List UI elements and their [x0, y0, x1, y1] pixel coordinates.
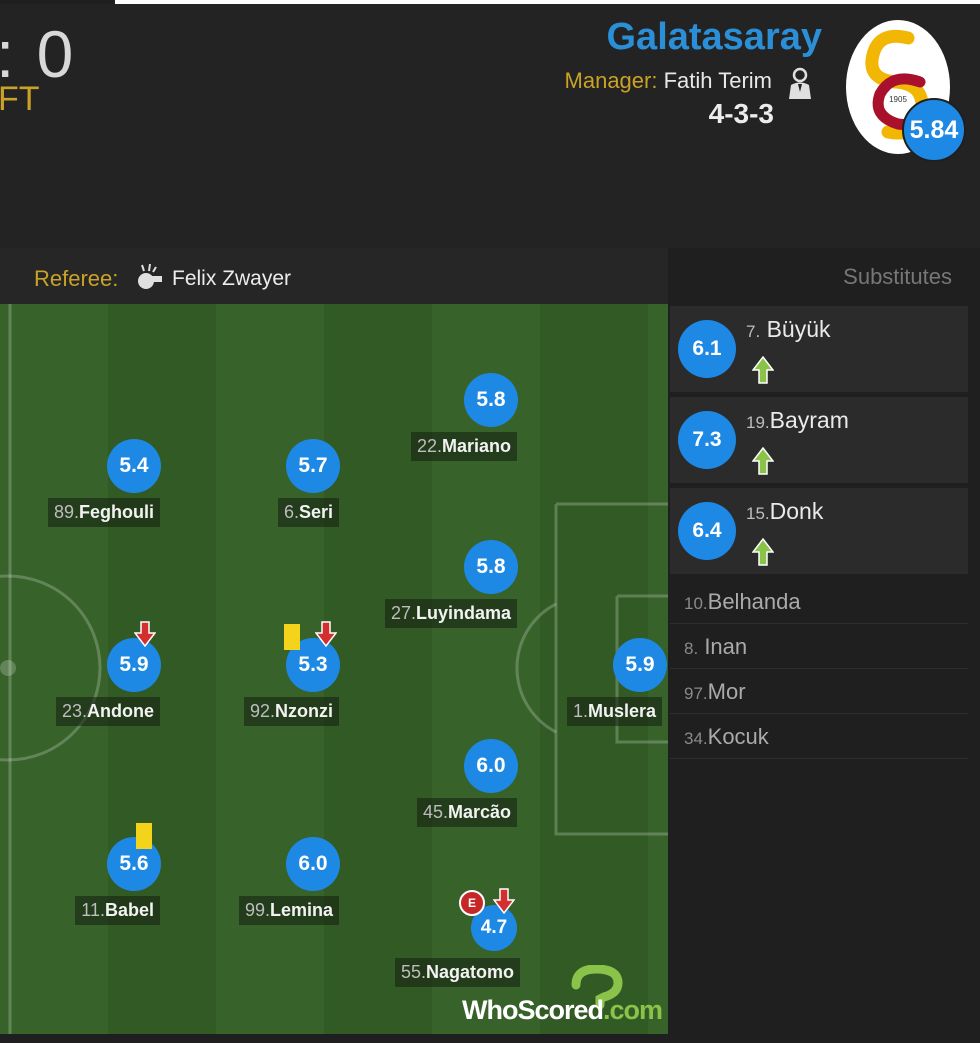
substitution-on-icon	[752, 538, 774, 566]
referee-label: Referee:	[34, 266, 119, 291]
player-label: 23.Andone	[55, 697, 160, 726]
player-label: 1.Muslera	[566, 697, 662, 726]
substitute-rating: 7.3	[678, 411, 736, 469]
whoscored-watermark: WhoScored.com	[462, 965, 663, 1027]
player-label: 6.Seri	[277, 498, 339, 527]
error-badge-icon: E	[459, 890, 485, 916]
player-rating: 5.8	[464, 373, 518, 427]
player-rating: 5.4	[107, 439, 161, 493]
team-name-link[interactable]: Galatasaray	[606, 16, 823, 58]
substitute-rating: 6.4	[678, 502, 736, 560]
manager-icon	[789, 67, 811, 99]
referee-name: Felix Zwayer	[172, 267, 292, 290]
substitution-off-icon	[315, 621, 337, 647]
player-rating: 6.0	[286, 837, 340, 891]
substitute-name: 19.Bayram	[746, 407, 849, 433]
match-status: FT	[0, 80, 40, 118]
whoscored-logo-icon	[571, 965, 623, 1010]
match-score: : 0	[0, 17, 76, 91]
player-rating: 5.9	[613, 638, 667, 692]
substitute-name: 7. Büyük	[746, 316, 831, 342]
match-header	[0, 4, 980, 248]
player-rating: 5.9	[107, 638, 161, 692]
player-label: 45.Marcão	[416, 798, 517, 827]
referee-bar	[0, 248, 668, 304]
player-rating: 5.8	[464, 540, 518, 594]
substitute-row[interactable]: 7.3 19.Bayram	[670, 397, 968, 485]
whoscored-wordmark: WhoScored.com	[462, 995, 663, 1025]
substitution-on-icon	[752, 447, 774, 475]
player-rating: 6.0	[464, 739, 518, 793]
player-label: 11.Babel	[75, 896, 160, 925]
bench-player-row[interactable]: 97.Mor	[670, 669, 968, 714]
manager-info: Manager: Fatih Terim	[565, 68, 772, 94]
bench-player-row[interactable]: 10.Belhanda	[670, 579, 968, 624]
player-label: 27.Luyindama	[384, 599, 517, 628]
substitute-rating: 6.1	[678, 320, 736, 378]
substitution-on-icon	[752, 356, 774, 384]
bench-player-name: 10.Belhanda	[684, 589, 801, 614]
yellow-card-icon	[284, 624, 300, 650]
player-rating: 5.7	[286, 439, 340, 493]
pitch-markings	[0, 304, 668, 1034]
team-rating-badge: 5.84	[902, 98, 966, 162]
player-label: 22.Mariano	[410, 432, 517, 461]
player-label: 99.Lemina	[238, 896, 339, 925]
substitution-off-icon	[493, 888, 515, 914]
yellow-card-icon	[136, 823, 152, 849]
bench-player-name: 8. Inan	[684, 634, 748, 659]
manager-label: Manager:	[564, 68, 658, 93]
substitute-name: 15.Donk	[746, 498, 824, 524]
bench-player-name: 97.Mor	[684, 679, 746, 704]
whistle-icon	[138, 263, 162, 289]
player-label: 55.Nagatomo	[394, 958, 520, 987]
bench-player-row[interactable]: 8. Inan	[670, 624, 968, 669]
substitutes-title: Substitutes	[843, 264, 952, 289]
top-strip	[115, 0, 980, 4]
player-label: 92.Nzonzi	[243, 697, 339, 726]
team-formation: 4-3-3	[708, 98, 774, 129]
player-rating: 5.6	[107, 837, 161, 891]
bench-player-name: 34.Kocuk	[684, 724, 769, 749]
manager-name[interactable]: Fatih Terim	[663, 68, 772, 93]
player-label: 89.Feghouli	[47, 498, 160, 527]
substitute-row[interactable]: 6.4 15.Donk	[670, 488, 968, 576]
bench-player-row[interactable]: 34.Kocuk	[670, 714, 968, 759]
substitution-off-icon	[134, 621, 156, 647]
svg-text:1905: 1905	[889, 95, 907, 104]
substitute-row[interactable]: 6.1 7. Büyük	[670, 306, 968, 394]
